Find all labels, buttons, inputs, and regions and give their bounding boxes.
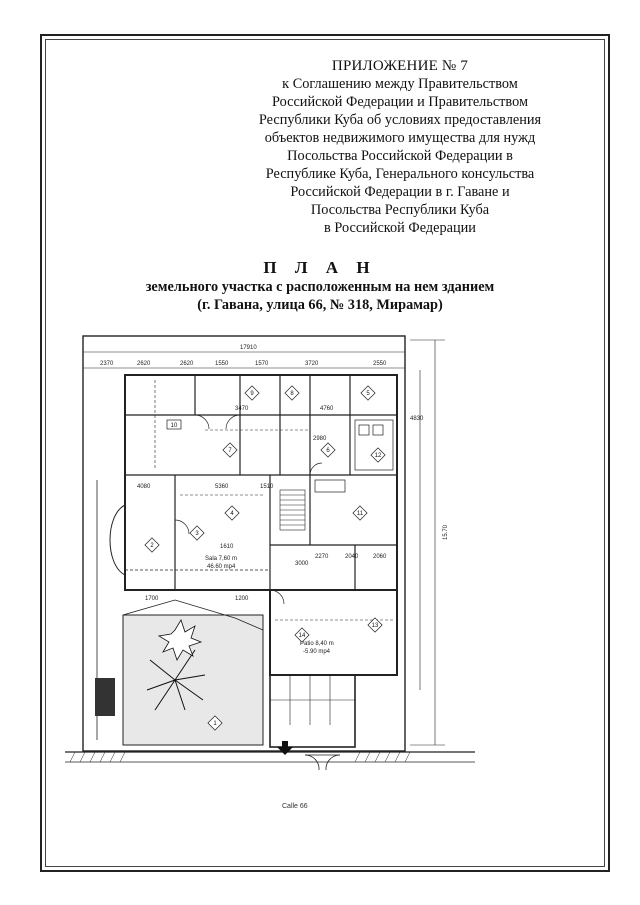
dim-label: 2550 — [373, 361, 387, 367]
page-border-outer — [40, 34, 610, 872]
svg-text:3: 3 — [195, 531, 199, 537]
svg-text:7: 7 — [228, 448, 232, 454]
annex-title: ПРИЛОЖЕНИЕ № 7 — [331, 58, 469, 74]
dim-label: 2980 — [313, 436, 327, 442]
svg-text:10: 10 — [171, 423, 178, 429]
building-lower-block — [269, 589, 398, 676]
door-swing — [194, 414, 210, 430]
room-tag: 12 — [370, 447, 386, 463]
entrance-arrow-icon — [277, 741, 293, 755]
plan-address: (г. Гавана, улица 66, № 318, Мирамар) — [197, 297, 443, 313]
kitchen-fixtures — [314, 419, 394, 493]
svg-text:4: 4 — [230, 511, 234, 517]
room-tag: 11 — [352, 505, 368, 521]
dim-label: 1200 — [235, 596, 249, 602]
dim-label: 4830 — [410, 416, 424, 422]
room-tag: 9 — [244, 385, 260, 401]
svg-text:8: 8 — [290, 391, 294, 397]
svg-text:5: 5 — [366, 391, 370, 397]
dim-label: 2620 — [137, 361, 151, 367]
plan-heading: П Л А Н земельного участка с расположенн… — [60, 258, 580, 314]
floor-plan-drawing: 17910 2370 2620 2620 1550 1570 3720 2550… — [65, 335, 475, 771]
plan-subtitle: земельного участка с расположенным на не… — [145, 279, 495, 295]
annex-block: ПРИЛОЖЕНИЕ № 7 к Соглашению между Правит… — [250, 57, 550, 237]
dim-label: 2620 — [180, 361, 194, 367]
room-tag: 14 — [294, 627, 310, 643]
entrance-block — [269, 674, 356, 748]
dim-label: 1510 — [260, 484, 274, 490]
room-tag: 8 — [284, 385, 300, 401]
plan-title: П Л А Н — [263, 258, 377, 277]
dark-pad — [95, 678, 115, 716]
area-label: 46.60 mp4 — [207, 564, 236, 570]
entrance-stalls — [270, 675, 355, 725]
annex-line: к Соглашению между Правительством — [282, 76, 518, 92]
area-label: -5.90 mp4 — [303, 649, 331, 655]
room-tag: 6 — [320, 442, 336, 458]
door-swing — [174, 519, 190, 535]
room-tag: 4 — [224, 505, 240, 521]
svg-text:14: 14 — [299, 633, 306, 639]
dim-label: 1550 — [215, 361, 229, 367]
dim-label: 2370 — [100, 361, 114, 367]
lot-boundary — [82, 335, 406, 752]
dim-label: 2270 — [315, 554, 329, 560]
dim-label: 1570 — [255, 361, 269, 367]
annex-line: Посольства Республики Куба — [310, 202, 490, 218]
svg-text:13: 13 — [372, 623, 379, 629]
dim-label: 17910 — [240, 345, 257, 351]
svg-text:12: 12 — [375, 453, 382, 459]
annex-line: объектов недвижимого имущества для нужд — [264, 130, 536, 146]
building-outline — [124, 374, 398, 591]
room-tag: 3 — [189, 525, 205, 541]
room-tag: 5 — [360, 385, 376, 401]
left-terrace-wall — [109, 504, 126, 576]
room-tag: 7 — [222, 442, 238, 458]
svg-text:9: 9 — [250, 391, 254, 397]
dim-label: 4080 — [137, 484, 151, 490]
dim-label: 2040 — [345, 554, 359, 560]
area-label: Sala 7,60 m — [205, 556, 237, 562]
dim-label: 1700 — [145, 596, 159, 602]
svg-text:2: 2 — [150, 543, 154, 549]
dim-label: 3000 — [295, 561, 309, 567]
dim-label: 5360 — [215, 484, 229, 490]
door-swing — [309, 462, 323, 476]
palm-tree-symbol — [146, 649, 206, 711]
page-border-inner — [45, 39, 605, 867]
gate-symbol — [304, 754, 341, 771]
shrub-symbol — [157, 619, 203, 661]
garden-path — [122, 599, 264, 745]
annex-line: Российской Федерации в г. Гаване и — [290, 184, 510, 200]
door-swing — [269, 589, 285, 605]
annex-line: Посольства Российской Федерации в — [287, 148, 513, 164]
door-swing — [225, 414, 241, 430]
dim-label: 3470 — [235, 406, 249, 412]
svg-text:11: 11 — [357, 511, 364, 517]
room-tag: 13 — [367, 617, 383, 633]
room-tag: 10 — [166, 419, 182, 430]
dim-label: 2060 — [373, 554, 387, 560]
annex-line: в Российской Федерации — [324, 220, 476, 236]
fence-hatching — [69, 751, 411, 763]
annex-line: Республики Куба об условиях предоставлен… — [258, 112, 542, 128]
room-tag: 2 — [144, 537, 160, 553]
annex-line: Российской Федерации и Правительством — [272, 94, 528, 110]
dim-label: 4760 — [320, 406, 334, 412]
dim-label: 15.70 — [443, 524, 449, 540]
room-tag: 1 — [207, 715, 223, 731]
staircase — [279, 489, 306, 531]
annex-line: Республике Куба, Генерального консульств… — [265, 166, 535, 182]
dim-label: 1610 — [220, 544, 234, 550]
svg-text:1: 1 — [213, 721, 217, 727]
street-label: Calle 66 — [282, 803, 308, 810]
area-label: Patio 8,40 m — [300, 641, 334, 647]
svg-text:6: 6 — [326, 448, 330, 454]
garden-area — [122, 614, 264, 746]
dim-label: 3720 — [305, 361, 319, 367]
